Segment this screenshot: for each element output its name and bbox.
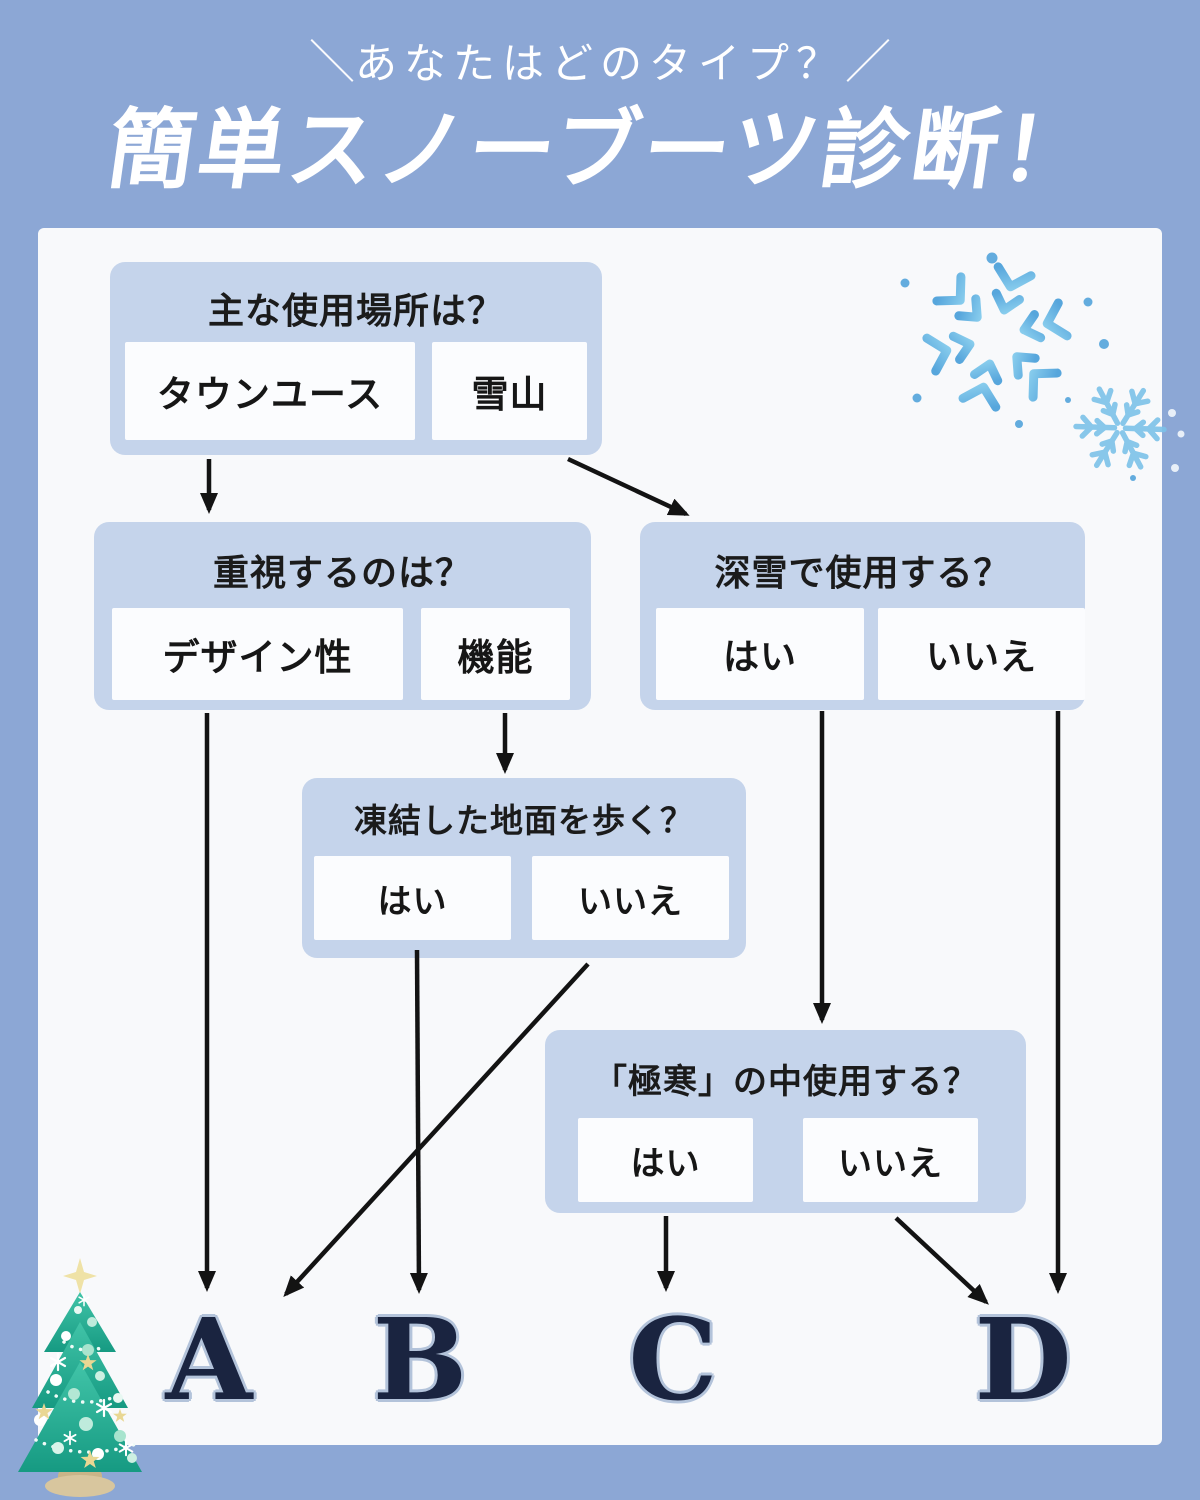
left-slash-decoration: ＼: [308, 35, 355, 89]
option-design: デザイン性: [112, 608, 403, 700]
question-box-deep-snow: 深雪で使用する？ はい いいえ: [640, 522, 1085, 710]
option-yes: はい: [578, 1118, 753, 1202]
border-dots-decoration: [1168, 409, 1185, 472]
result-letter-c: C: [628, 1295, 718, 1426]
question-box-extreme-cold: 「極寒」の中使用する？ はい いいえ: [545, 1030, 1026, 1213]
option-function: 機能: [421, 608, 570, 700]
result-letter-b: B: [372, 1295, 468, 1426]
option-town-use: タウンユース: [125, 342, 415, 440]
question-text: 「極寒」の中使用する？: [593, 1062, 978, 1102]
subtitle-text: あなたはどのタイプ？: [354, 39, 845, 88]
question-text: 凍結した地面を歩く？: [354, 801, 694, 840]
result-letter-d: D: [974, 1295, 1072, 1426]
right-slash-decoration: ／: [845, 35, 891, 89]
result-letter-a: A: [165, 1295, 253, 1426]
question-box-frozen-ground: 凍結した地面を歩く？ はい いいえ: [302, 778, 746, 958]
page-title: 簡単スノーブーツ診断！: [101, 99, 1099, 201]
question-text: 深雪で使用する？: [714, 553, 1011, 594]
subtitle: ＼あなたはどのタイプ？／: [0, 26, 1200, 92]
option-snow-mountain: 雪山: [432, 342, 587, 440]
option-yes: はい: [656, 608, 864, 700]
option-no: いいえ: [803, 1118, 978, 1202]
option-no: いいえ: [532, 856, 729, 940]
option-yes: はい: [314, 856, 511, 940]
question-box-priority: 重視するのは？ デザイン性 機能: [94, 522, 591, 710]
option-no: いいえ: [878, 608, 1085, 700]
question-text: 主な使用場所は？: [207, 291, 504, 332]
question-box-usage-place: 主な使用場所は？ タウンユース 雪山: [110, 262, 602, 455]
question-text: 重視するのは？: [212, 553, 472, 594]
